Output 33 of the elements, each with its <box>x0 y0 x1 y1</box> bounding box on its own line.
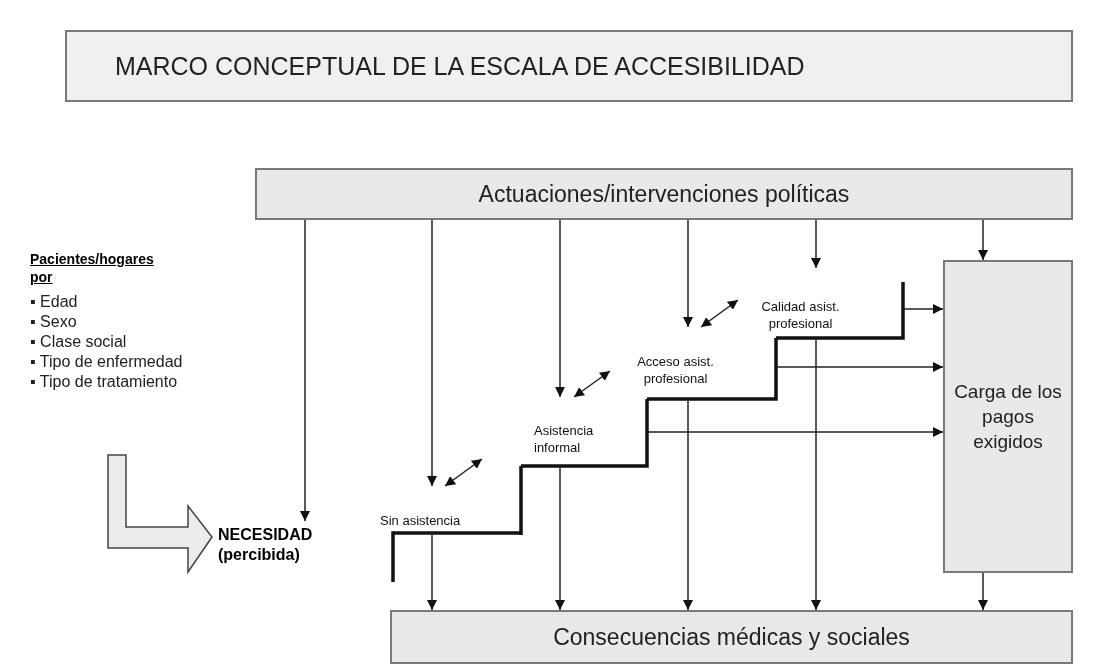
step-label: Sin asistencia <box>380 512 462 529</box>
step-label: Calidad asist. profesional <box>760 298 841 332</box>
block-arrow <box>107 454 213 575</box>
arrow <box>978 572 988 611</box>
list-item: ▪ Edad <box>30 292 79 312</box>
double-arrow <box>444 458 483 487</box>
process-band: Consecuencias médicas y sociales <box>390 610 1073 664</box>
list-item: ▪ Tipo de tratamiento <box>30 372 179 392</box>
arrow <box>647 427 944 437</box>
step-label: Asistencia informal <box>534 422 595 456</box>
title-box: MARCO CONCEPTUAL DE LA ESCALA DE ACCESIBILIDAD <box>65 30 1073 102</box>
list-heading: Pacientes/hogares por <box>30 250 155 286</box>
need-label: NECESIDAD (percibida) <box>212 521 352 567</box>
arrow <box>555 467 565 611</box>
arrow <box>300 219 310 522</box>
arrow <box>683 400 693 611</box>
arrow <box>427 219 437 487</box>
process-band: Actuaciones/intervenciones políticas <box>255 168 1073 220</box>
arrow <box>811 219 821 269</box>
list-item: ▪ Clase social <box>30 332 128 352</box>
arrow <box>776 362 944 372</box>
process-box: Carga de los pagos exigidos <box>943 260 1073 573</box>
list-item: ▪ Tipo de enfermedad <box>30 352 184 372</box>
step-label: Acceso asist. profesional <box>636 353 715 387</box>
double-arrow <box>700 299 739 328</box>
arrow <box>427 534 437 611</box>
list-item: ▪ Sexo <box>30 312 78 332</box>
double-arrow <box>573 370 611 398</box>
arrow <box>811 339 821 611</box>
arrow <box>555 219 565 398</box>
arrow <box>903 304 944 314</box>
arrow <box>683 219 693 328</box>
arrow <box>978 219 988 261</box>
